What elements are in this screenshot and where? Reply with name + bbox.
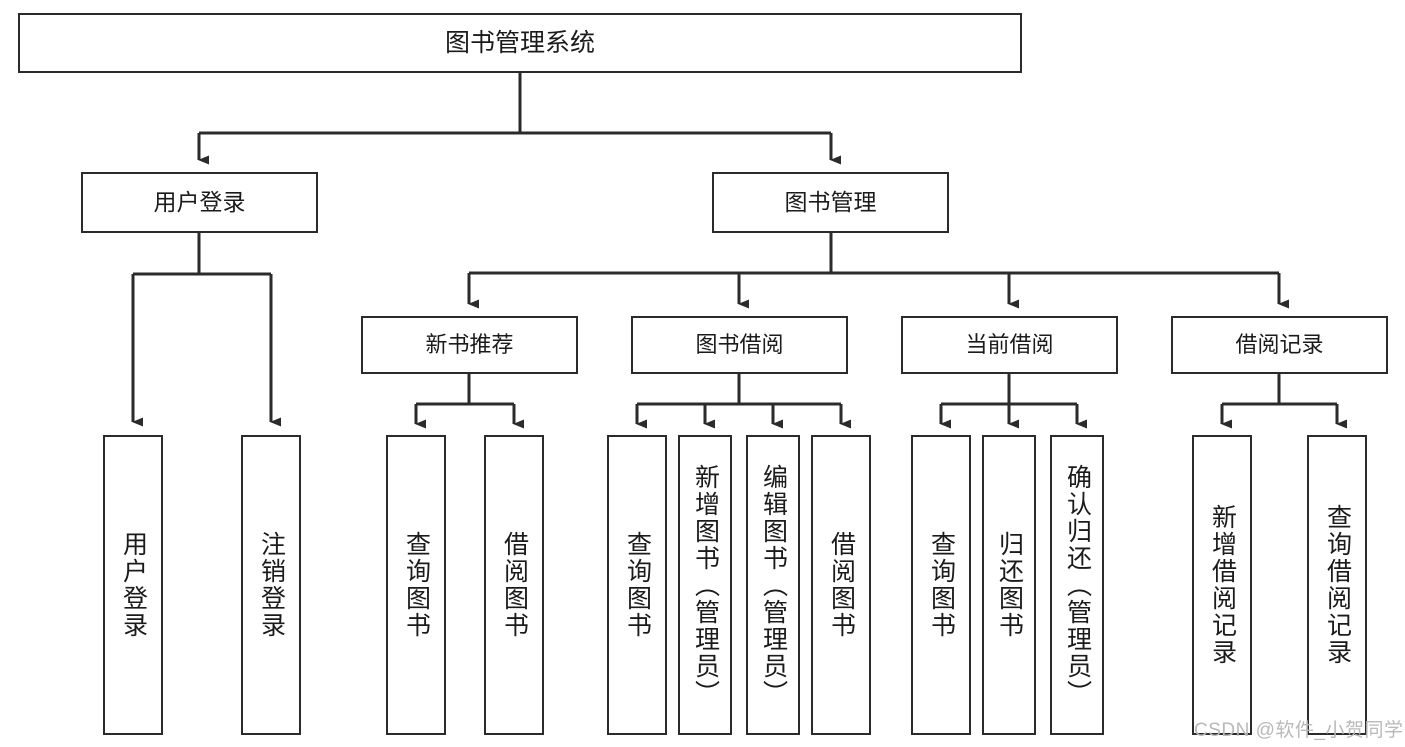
leaf-user-login-label: 用户登录 <box>119 531 148 639</box>
leaf-borrow-book-2-label: 借阅图书 <box>827 531 856 639</box>
leaf-borrow-book-2[interactable]: 借阅图书 <box>811 435 871 735</box>
node-borrow-record[interactable]: 借阅记录 <box>1171 316 1388 374</box>
leaf-edit-book-label: 编辑图书（管理员） <box>759 463 788 707</box>
leaf-query-record-label: 查询借阅记录 <box>1323 504 1352 666</box>
leaf-logout-label: 注销登录 <box>257 531 286 639</box>
node-user-login-label: 用户登录 <box>153 188 246 215</box>
leaf-confirm-return[interactable]: 确认归还（管理员） <box>1050 435 1104 735</box>
leaf-query-book-1[interactable]: 查询图书 <box>386 435 446 735</box>
node-new-book-rec-label: 新书推荐 <box>425 331 514 357</box>
leaf-query-book-2[interactable]: 查询图书 <box>607 435 667 735</box>
leaf-add-book-label: 新增图书（管理员） <box>691 463 720 707</box>
leaf-query-book-3[interactable]: 查询图书 <box>911 435 971 735</box>
node-book-manage[interactable]: 图书管理 <box>712 172 949 233</box>
node-new-book-rec[interactable]: 新书推荐 <box>361 316 578 374</box>
leaf-borrow-book-1[interactable]: 借阅图书 <box>484 435 544 735</box>
leaf-add-record[interactable]: 新增借阅记录 <box>1192 435 1252 735</box>
node-current-borrow-label: 当前借阅 <box>965 331 1054 357</box>
node-borrow-record-label: 借阅记录 <box>1235 331 1324 357</box>
leaf-return-book-label: 归还图书 <box>995 531 1024 639</box>
leaf-query-record[interactable]: 查询借阅记录 <box>1307 435 1367 735</box>
leaf-logout[interactable]: 注销登录 <box>241 435 301 735</box>
leaf-query-book-2-label: 查询图书 <box>623 531 652 639</box>
leaf-add-book[interactable]: 新增图书（管理员） <box>678 435 732 735</box>
leaf-edit-book[interactable]: 编辑图书（管理员） <box>746 435 800 735</box>
node-current-borrow[interactable]: 当前借阅 <box>901 316 1118 374</box>
leaf-confirm-return-label: 确认归还（管理员） <box>1063 463 1092 707</box>
csdn-watermark: CSDN @软件_小贺同学 <box>1194 720 1404 741</box>
node-book-borrow-label: 图书借阅 <box>695 331 784 357</box>
node-user-login[interactable]: 用户登录 <box>81 172 318 233</box>
node-root-label: 图书管理系统 <box>444 29 595 57</box>
leaf-query-book-3-label: 查询图书 <box>927 531 956 639</box>
node-root[interactable]: 图书管理系统 <box>18 13 1022 73</box>
leaf-add-record-label: 新增借阅记录 <box>1208 504 1237 666</box>
leaf-user-login[interactable]: 用户登录 <box>103 435 163 735</box>
node-book-borrow[interactable]: 图书借阅 <box>631 316 848 374</box>
leaf-borrow-book-1-label: 借阅图书 <box>500 531 529 639</box>
leaf-return-book[interactable]: 归还图书 <box>982 435 1036 735</box>
node-book-manage-label: 图书管理 <box>784 188 877 215</box>
leaf-query-book-1-label: 查询图书 <box>402 531 431 639</box>
